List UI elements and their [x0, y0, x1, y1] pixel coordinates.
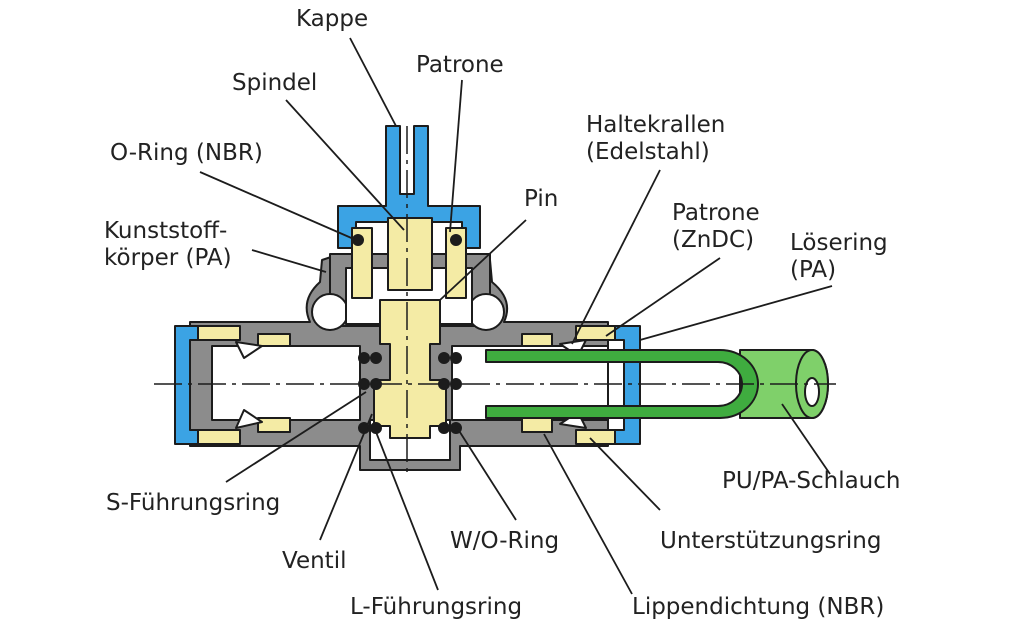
leader-pin — [439, 219, 527, 301]
label-kappe: Kappe — [296, 6, 369, 32]
leader-lippendichtung — [543, 433, 633, 595]
leader-kunststoff — [251, 249, 327, 273]
label-w-o-ring: W/O-Ring — [450, 528, 560, 554]
o-ring-top-right — [450, 234, 462, 246]
label-patrone-zndc: Patrone(ZnDC) — [672, 200, 760, 253]
bore-left — [211, 345, 361, 421]
leader-s-fuehrungsring — [225, 391, 367, 483]
leader-kappe — [349, 37, 397, 127]
leader-patrone-zndc — [605, 257, 721, 337]
leader-lines — [199, 37, 833, 595]
leader-spindel — [285, 99, 405, 231]
tube-bore — [804, 377, 820, 407]
label-l-fuehrungsring: L-Führungsring — [350, 594, 523, 620]
lip-seal-left-bottom — [235, 409, 263, 429]
spindle-top — [387, 217, 433, 291]
support-ring-right-top — [521, 333, 553, 347]
label-haltekrallen: Haltekrallen(Edelstahl) — [586, 112, 726, 165]
label-loesering: Lösering(PA) — [790, 230, 888, 283]
label-o-ring: O-Ring (NBR) — [110, 140, 263, 166]
leader-patrone-top — [449, 79, 463, 233]
bolt-hole-right — [467, 293, 505, 331]
patrone-left-bottom — [197, 429, 241, 445]
support-ring-left-bottom — [257, 417, 291, 433]
o-ring-top-left — [352, 234, 364, 246]
bolt-hole-left — [311, 293, 349, 331]
leader-o-ring — [199, 171, 357, 241]
label-lippendichtung: Lippendichtung (NBR) — [632, 594, 885, 620]
support-ring-right-bottom — [521, 417, 553, 433]
support-ring-left-top — [257, 333, 291, 347]
label-ventil: Ventil — [282, 548, 347, 574]
leader-unterstuetzung — [589, 437, 661, 511]
patrone-left-top — [197, 325, 241, 341]
leader-loesering — [639, 285, 833, 341]
leader-l-fuehrungsring — [375, 431, 439, 591]
leader-ventil — [319, 413, 373, 541]
leader-haltekrallen — [571, 169, 661, 345]
release-ring-right — [614, 325, 641, 445]
cap-blue — [337, 125, 481, 249]
label-kunststoff: Kunststoff-körper (PA) — [104, 218, 232, 271]
label-unterstuetzungsring: Unterstützungsring — [660, 528, 882, 554]
spindle-mid — [373, 299, 447, 439]
label-pin: Pin — [524, 186, 559, 212]
label-s-fuehrungsring: S-Führungsring — [106, 490, 281, 516]
label-patrone-top: Patrone — [416, 52, 504, 78]
lip-seal-left-top — [235, 341, 263, 359]
leader-w-o-ring — [455, 425, 517, 521]
label-pu-pa-schlauch: PU/PA-Schlauch — [722, 468, 901, 494]
center-lines — [154, 126, 836, 478]
patrone-right-bottom — [575, 429, 616, 445]
tube-green — [485, 349, 759, 419]
label-spindel: Spindel — [232, 70, 318, 96]
leader-pu-pa — [781, 403, 831, 475]
